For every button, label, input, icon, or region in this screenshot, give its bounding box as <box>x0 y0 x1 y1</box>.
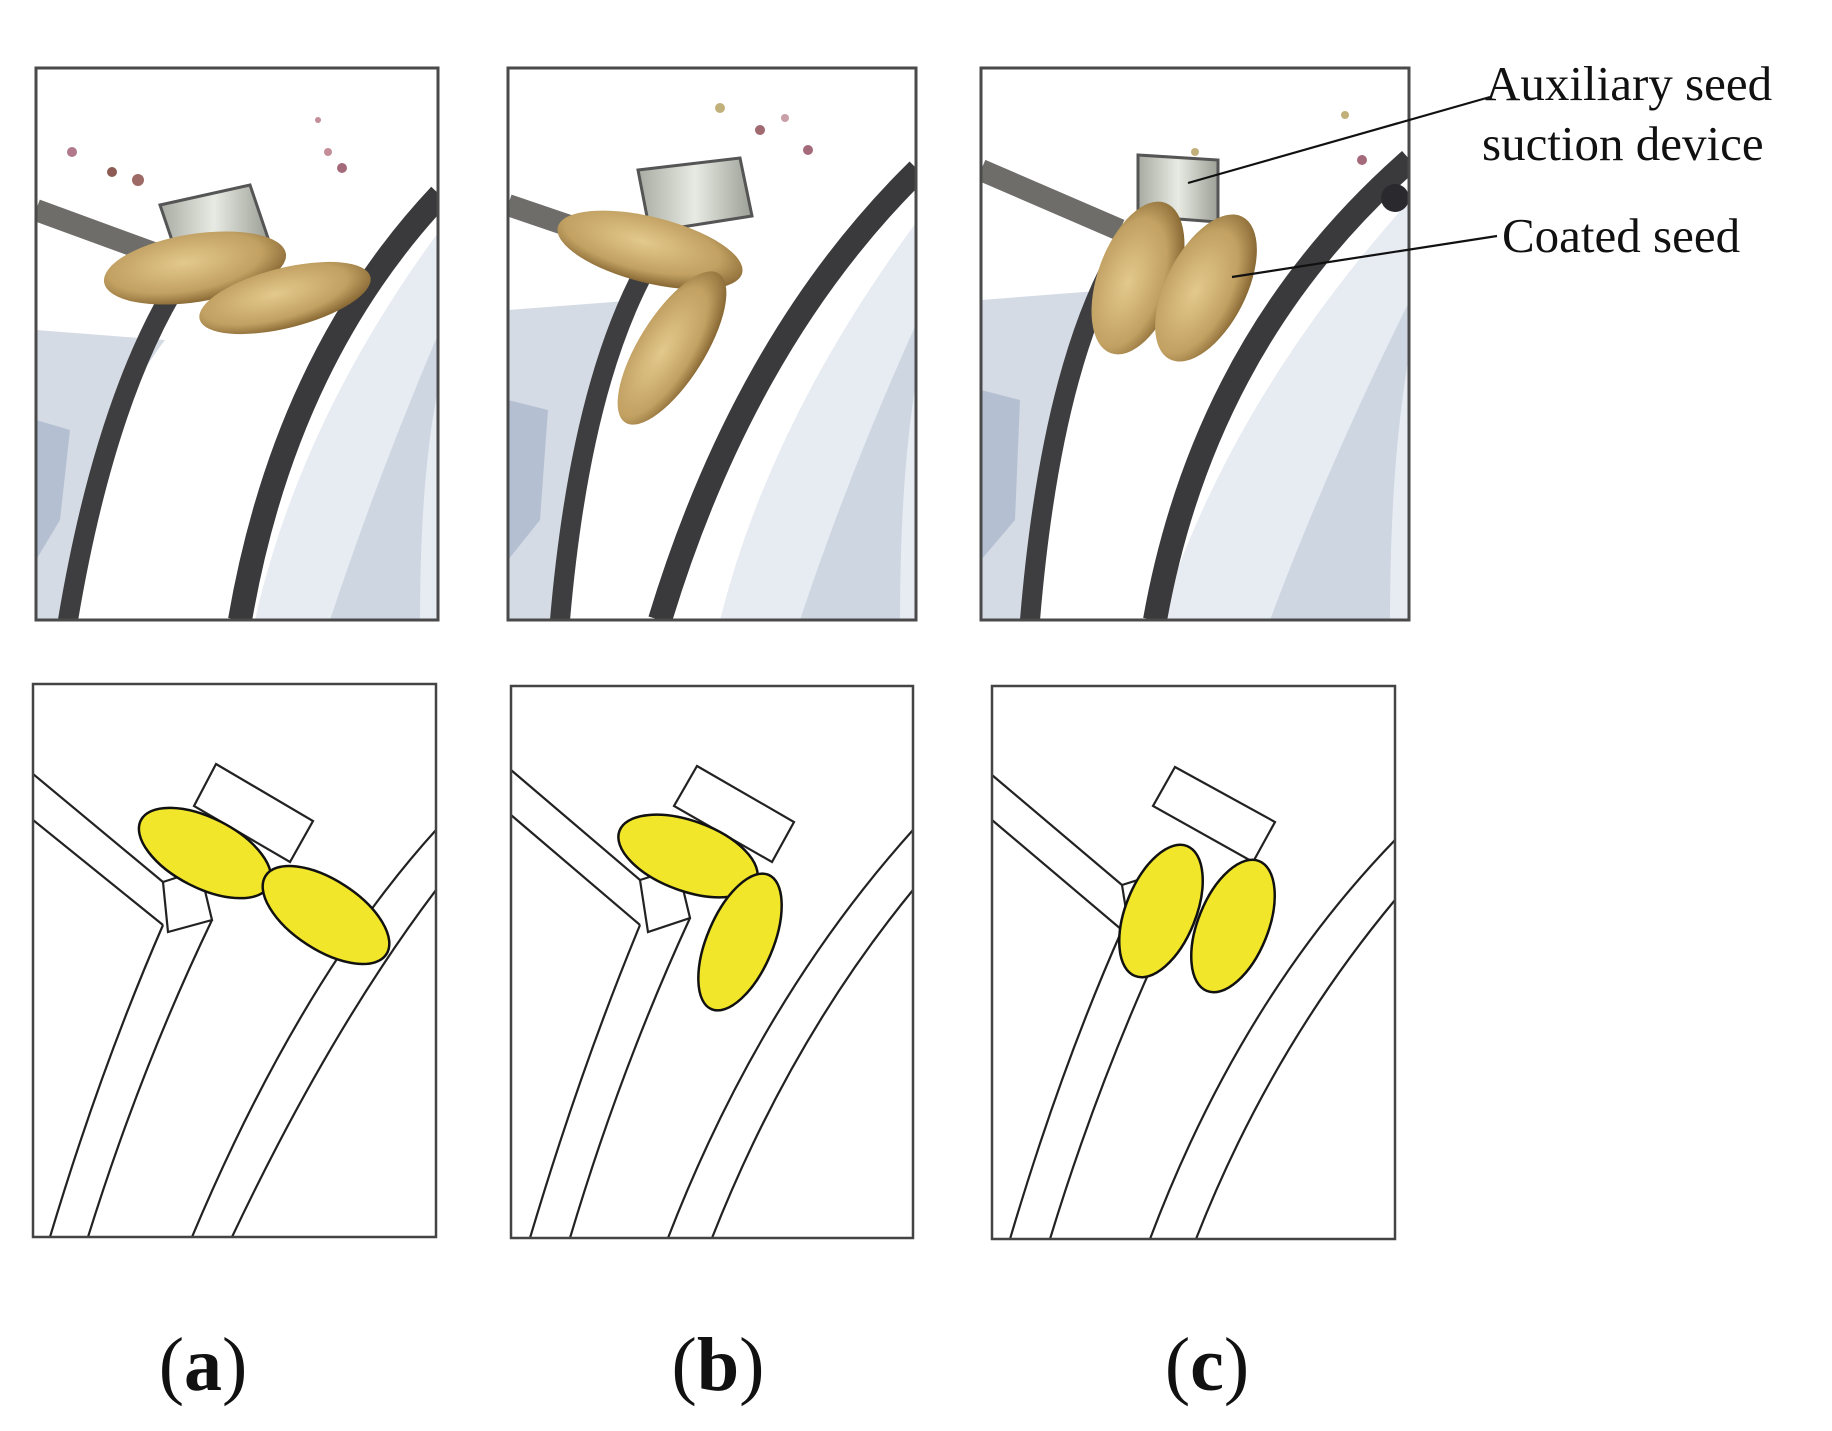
guide-slot-line <box>528 924 642 1238</box>
guide-slot-line <box>33 773 164 883</box>
suction-device-outline <box>192 762 315 864</box>
guide-rail-outer <box>1143 150 1409 620</box>
device-leader-line <box>1187 95 1491 185</box>
annotation-device-line1: Auxiliary seed <box>1485 56 1772 111</box>
photo-panel-a <box>34 66 440 622</box>
guide-slot-line <box>511 769 641 881</box>
suction-device-outline <box>672 764 796 864</box>
suction-arm <box>981 159 1125 241</box>
photo-panel-b <box>506 66 918 622</box>
guide-rail-outer <box>228 186 438 620</box>
guide-slot-line <box>710 889 913 1238</box>
guide-slot-line <box>992 819 1123 931</box>
suction-device-photo <box>636 156 754 234</box>
seed-leader-line <box>1231 234 1498 279</box>
coated-seed-1 <box>1118 843 1204 979</box>
coated-seed-photo-2 <box>1155 214 1257 362</box>
panel-label-c: (c) <box>1165 1323 1249 1407</box>
coated-seed-2 <box>697 872 783 1012</box>
annotation-leaders <box>1187 95 1498 279</box>
guide-slot-line <box>568 917 691 1238</box>
guide-slot-line <box>992 774 1123 886</box>
guide-slot-line <box>86 919 213 1237</box>
guide-slot-line <box>33 819 164 926</box>
panel-label-b: (b) <box>672 1323 765 1407</box>
guide-slot-line <box>666 829 913 1238</box>
guide-rail-inner <box>550 265 654 620</box>
annotation-device-line2: suction device <box>1482 116 1764 171</box>
photo-panel-c <box>979 66 1411 622</box>
guide-slot-line <box>1194 899 1395 1239</box>
coated-seed-photo-1 <box>557 210 743 290</box>
annotation-coated-seed: Coated seed <box>1502 208 1740 263</box>
coated-seed-photo-2 <box>617 271 727 425</box>
guide-slot-line <box>190 829 436 1237</box>
schematic-panel-c <box>990 684 1397 1241</box>
coated-seed-2 <box>261 864 391 966</box>
guide-slot-line <box>1008 929 1124 1239</box>
panel-label-a: (a) <box>159 1323 248 1407</box>
guide-slot-line <box>231 889 436 1237</box>
schematic-panel-a <box>31 682 438 1239</box>
guide-rail-outer <box>648 161 916 620</box>
guide-slot-line <box>511 814 641 926</box>
guide-slot-line <box>48 924 165 1237</box>
guide-slot-line <box>1148 839 1395 1239</box>
schematic-panel-b <box>509 684 915 1240</box>
coated-seed-photo-2 <box>199 261 371 335</box>
coated-seed-2 <box>1190 858 1276 994</box>
